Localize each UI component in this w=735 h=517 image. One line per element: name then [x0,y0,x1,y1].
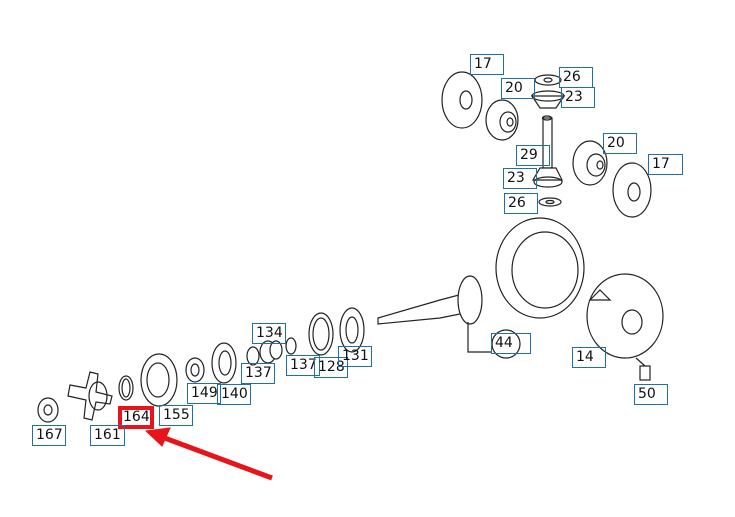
side-gear-20b [572,140,608,186]
leader-44 [467,322,492,353]
bearing-149 [185,357,205,383]
label-161[interactable]: 161 [90,425,125,446]
label-50[interactable]: 50 [634,384,668,405]
bearing-131 [339,307,365,353]
diff-case-14 [586,273,664,359]
label-17[interactable]: 17 [648,154,683,175]
washer-26a [534,74,562,86]
label-20[interactable]: 20 [501,78,535,99]
label-23[interactable]: 23 [503,168,537,189]
pinion-23a [530,90,566,109]
label-20[interactable]: 20 [603,133,637,154]
label-26[interactable]: 26 [559,67,593,88]
label-155[interactable]: 155 [159,405,193,426]
ring-164 [118,375,134,401]
thrust-washer-17a [441,71,483,129]
pinion-23b [531,167,563,188]
nut-167 [37,397,59,423]
label-164-highlighted[interactable]: 164 [118,406,154,429]
label-131[interactable]: 131 [338,346,372,367]
label-137[interactable]: 137 [286,355,320,376]
flange-161 [67,371,113,421]
ring-137a [246,346,260,366]
thrust-washer-17b [612,162,652,218]
seal-155 [140,353,178,407]
bearing-140 [211,342,237,384]
drive-pinion [377,275,483,325]
seal-128 [308,312,334,356]
collar-134 [259,340,283,364]
label-26[interactable]: 26 [504,193,538,214]
red-arrow-icon [144,427,273,481]
label-29[interactable]: 29 [516,145,550,166]
label-167[interactable]: 167 [32,425,66,446]
ring-gear [495,217,585,319]
washer-26b [538,197,562,207]
label-23[interactable]: 23 [561,87,595,108]
label-17[interactable]: 17 [470,54,504,75]
side-gear-20a [485,99,519,141]
circle-44 [491,329,521,359]
bolt-50 [635,357,651,381]
label-137[interactable]: 137 [241,363,275,384]
ring-137b [285,337,297,355]
label-44[interactable]: 44 [491,333,531,354]
label-140[interactable]: 140 [217,384,251,405]
label-14[interactable]: 14 [572,347,606,368]
label-134[interactable]: 134 [252,323,286,344]
label-149[interactable]: 149 [187,383,221,404]
